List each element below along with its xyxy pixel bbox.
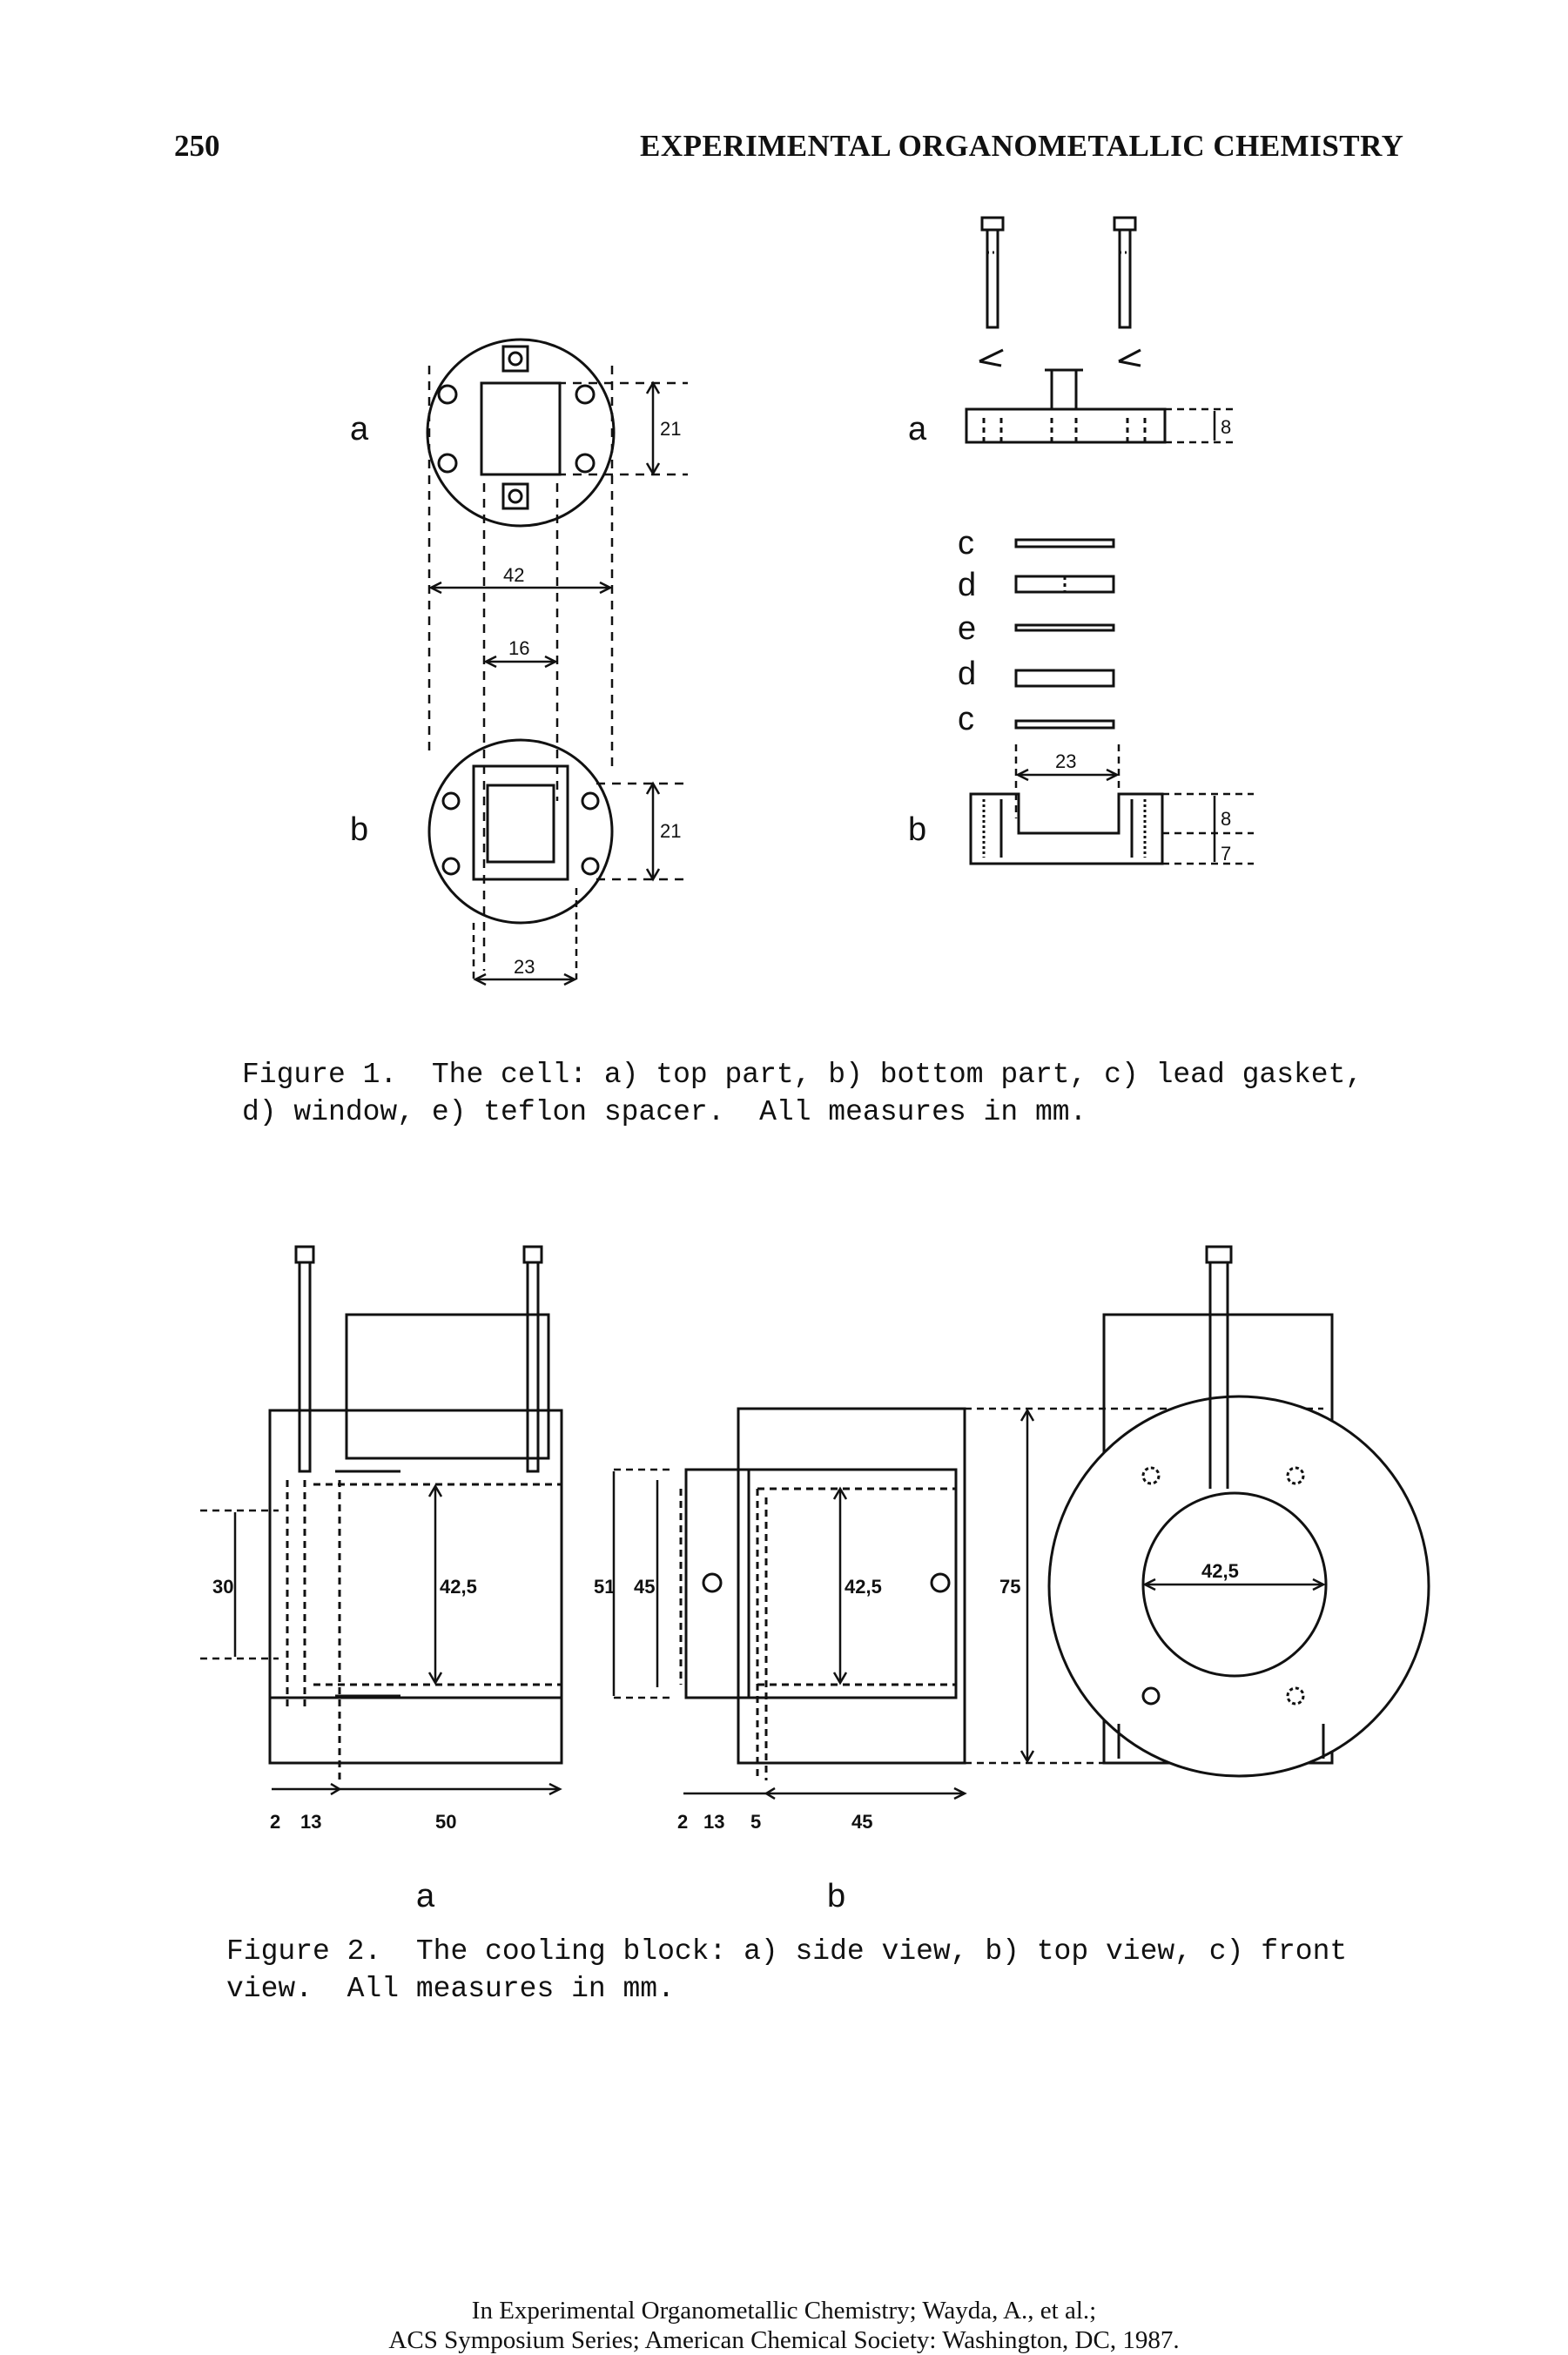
cell-bottom-part-plan <box>427 738 614 925</box>
fig1-dim-16: 16 <box>508 637 529 659</box>
fig1-dim-23-left: 23 <box>514 956 535 978</box>
fig1-right-label-a: a <box>908 411 927 447</box>
cell-bottom-part-side <box>969 792 1164 865</box>
fig2-top-dim-2: 2 <box>677 1811 688 1833</box>
screws <box>979 216 1141 367</box>
fig2-dim-75: 75 <box>999 1576 1020 1598</box>
fig2-side-dim-2: 2 <box>270 1811 280 1833</box>
figure-1-caption-line1: Figure 1. The cell: a) top part, b) bott… <box>242 1059 1363 1091</box>
figure-2-drawing: 30 42,5 2 13 50 a 51 45 42,5 2 13 5 45 b… <box>200 1245 1430 1914</box>
fig2-dim-51: 51 <box>594 1576 615 1598</box>
figure-2-caption-line2: view. All measures in mm. <box>226 1973 675 2005</box>
fig2-side-dim-42-5: 42,5 <box>440 1576 477 1598</box>
fig1-part-label-d2: d <box>958 656 976 692</box>
fig1-part-label-c2: c <box>958 701 974 737</box>
fig1-dim-42: 42 <box>503 564 524 586</box>
fig1-part-label-c1: c <box>958 525 974 562</box>
figure-2-caption: Figure 2. The cooling block: a) side vie… <box>226 1933 1347 2008</box>
fig2-top-dim-13: 13 <box>703 1811 724 1833</box>
figure-2-caption-line1: Figure 2. The cooling block: a) side vie… <box>226 1935 1348 1968</box>
fig2-top-dim-5: 5 <box>750 1811 761 1833</box>
fig1-left-label-a: a <box>350 411 369 447</box>
fig2-dim-30: 30 <box>212 1576 233 1598</box>
fig2-front-dim-42-5: 42,5 <box>1201 1560 1239 1582</box>
fig2-label-b: b <box>827 1878 845 1914</box>
cell-top-part-plan <box>426 338 616 528</box>
fig1-right-label-b: b <box>908 811 926 848</box>
fig2-side-dim-13: 13 <box>300 1811 321 1833</box>
fig1-dim-21-top: 21 <box>660 418 681 440</box>
fig1-dim-8-top: 8 <box>1221 416 1231 438</box>
cooling-block-top-view <box>679 1407 966 1780</box>
fig2-dim-45-vertical: 45 <box>634 1576 655 1598</box>
page-number: 250 <box>174 129 220 163</box>
fig2-label-a: a <box>416 1878 435 1914</box>
fig2-dim-45-horizontal: 45 <box>851 1811 872 1833</box>
figure-1-caption: Figure 1. The cell: a) top part, b) bott… <box>242 1056 1363 1131</box>
cooling-block-front-view <box>1047 1245 1430 1778</box>
figure-1-drawing: a b 21 42 16 21 23 a 8 c d e d c 23 b 8 … <box>350 216 1254 986</box>
citation-line-2: ACS Symposium Series; American Chemical … <box>388 2326 1180 2354</box>
fig1-part-label-d1: d <box>958 567 976 603</box>
fig2-top-dim-42-5: 42,5 <box>845 1576 882 1598</box>
fig1-left-label-b: b <box>350 811 368 848</box>
fig2-side-dim-50: 50 <box>435 1811 456 1833</box>
citation-line-1: In Experimental Organometallic Chemistry… <box>471 2297 1097 2325</box>
figure-1-caption-line2: d) window, e) teflon spacer. All measure… <box>242 1096 1087 1128</box>
fig1-part-label-e: e <box>958 610 976 647</box>
fig1-dim-8: 8 <box>1221 808 1231 830</box>
fig1-dim-23-right: 23 <box>1055 750 1076 772</box>
fig1-dim-7: 7 <box>1221 843 1231 865</box>
running-title: EXPERIMENTAL ORGANOMETALLIC CHEMISTRY <box>640 129 1404 163</box>
cell-top-part-side <box>965 368 1167 444</box>
fig1-dim-21-bottom: 21 <box>660 820 681 842</box>
cooling-block-side-view <box>268 1245 563 1780</box>
